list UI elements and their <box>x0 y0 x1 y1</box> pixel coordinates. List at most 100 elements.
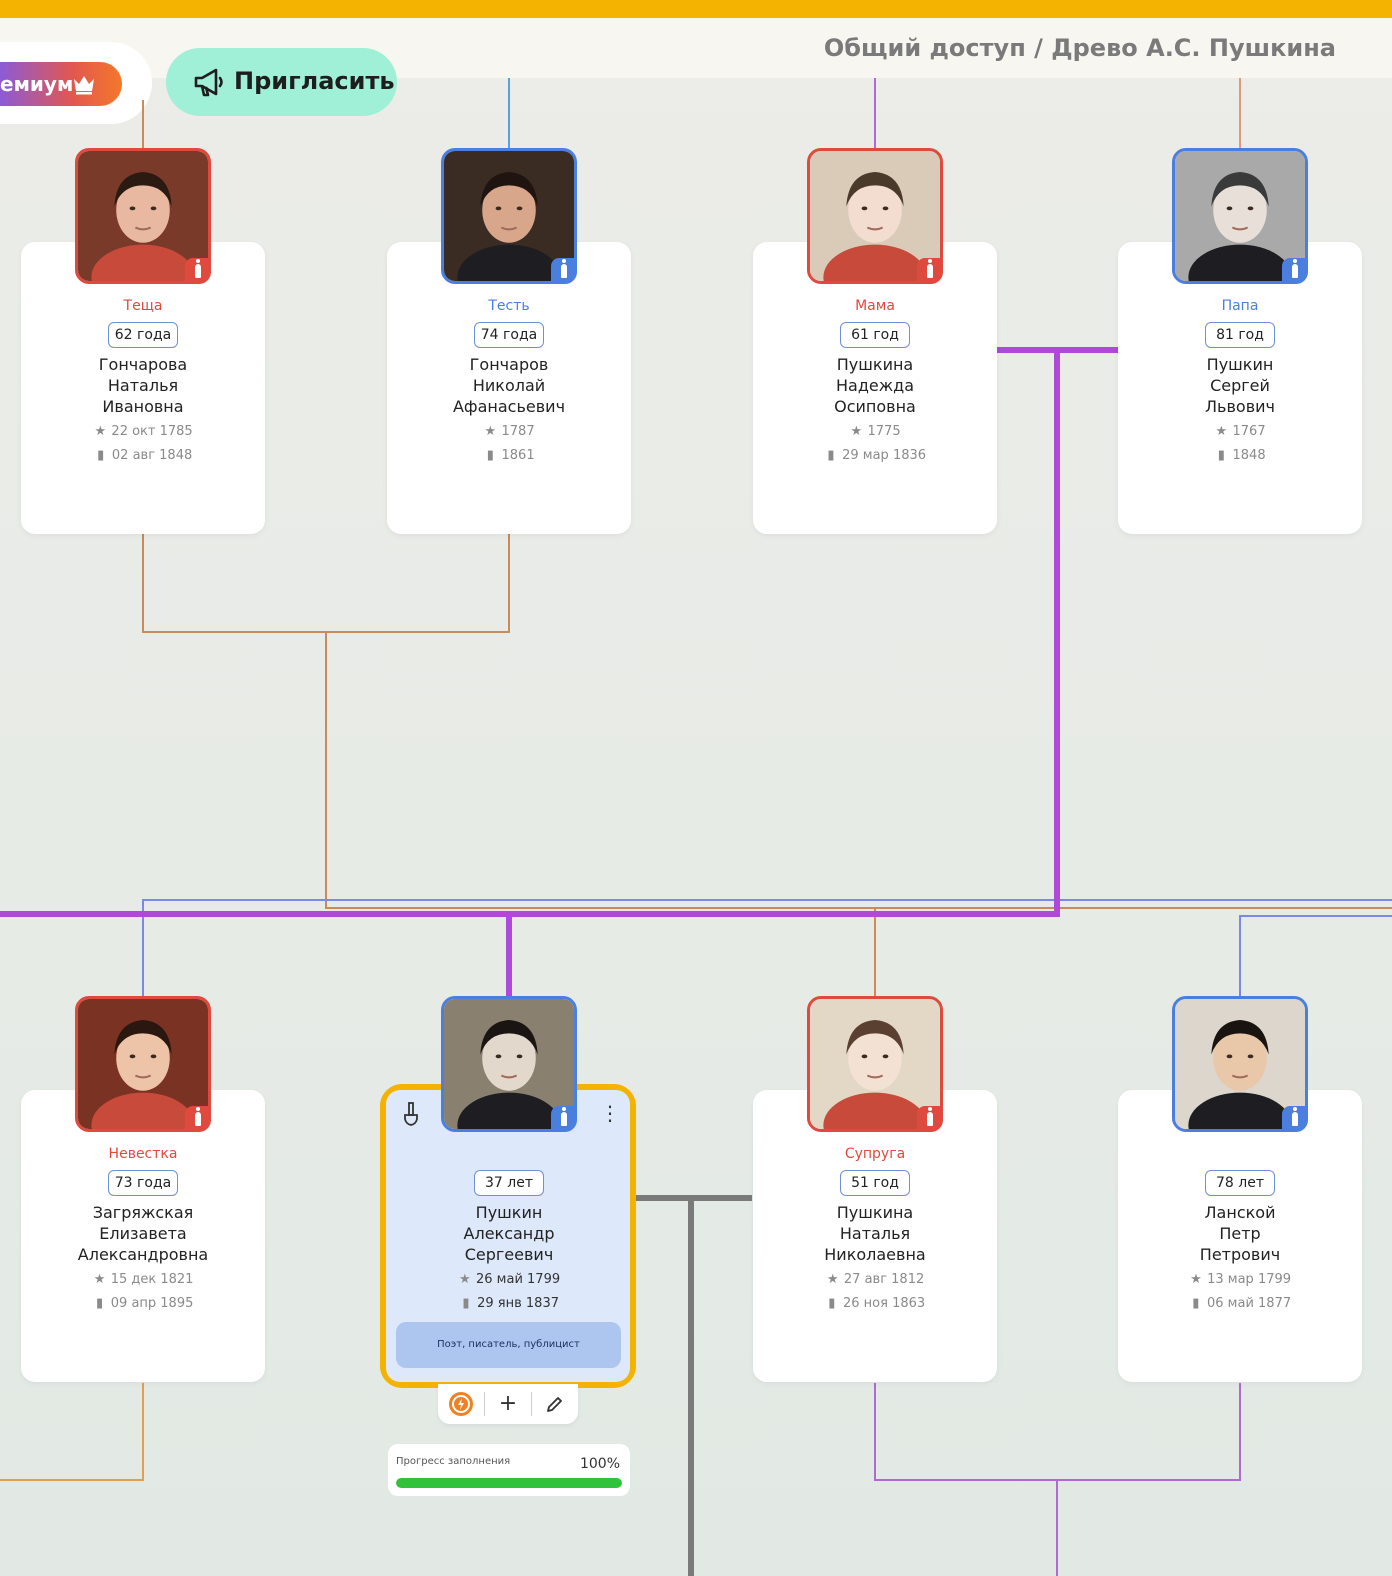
birth-date: ★ 13 мар 1799 <box>1118 1272 1362 1287</box>
person-card[interactable] <box>387 242 631 534</box>
candle-icon: ▮ <box>1192 1296 1200 1311</box>
person-card[interactable] <box>753 1090 997 1382</box>
relation-label: Супруга <box>844 1146 906 1162</box>
deceased-candle-icon <box>551 258 577 284</box>
first-name: Петр <box>1219 1224 1261 1243</box>
breadcrumb[interactable]: Общий доступ / Древо А.С. Пушкина <box>823 34 1336 62</box>
relation-label: Тесть <box>488 298 530 314</box>
birth-date-text: 22 окт 1785 <box>111 424 193 439</box>
brush-icon[interactable] <box>402 1102 420 1126</box>
surname: Гончарова <box>98 355 188 374</box>
age-badge: 73 года <box>108 1170 178 1196</box>
patronymic: Осиповна <box>834 397 916 416</box>
portrait-photo[interactable] <box>807 148 943 284</box>
death-date: ▮ 1848 <box>1118 448 1362 463</box>
age-badge: 81 год <box>1205 322 1275 348</box>
first-name: Александр <box>463 1224 555 1243</box>
fill-progress: Прогресс заполнения 100% <box>388 1444 630 1496</box>
birth-date-text: 1775 <box>867 424 901 439</box>
birth-date-text: 15 дек 1821 <box>110 1272 194 1287</box>
relation-label: Невестка <box>108 1146 178 1162</box>
age-badge: 51 год <box>840 1170 910 1196</box>
first-name: Елизавета <box>99 1224 187 1243</box>
star-icon: ★ <box>93 1272 106 1287</box>
death-date-text: 1848 <box>1232 448 1266 463</box>
age-badge: 62 года <box>108 322 178 348</box>
divider <box>531 1392 532 1416</box>
death-date: ▮ 26 ноя 1863 <box>753 1296 997 1311</box>
portrait-photo[interactable] <box>807 996 943 1132</box>
birth-date-text: 1767 <box>1232 424 1266 439</box>
deceased-candle-icon <box>185 258 211 284</box>
first-name: Николай <box>472 376 546 395</box>
surname: Пушкин <box>1206 355 1274 374</box>
deceased-candle-icon <box>917 258 943 284</box>
candle-icon: ▮ <box>96 1296 104 1311</box>
person-card[interactable] <box>21 242 265 534</box>
surname: Пушкина <box>836 355 914 374</box>
death-date: ▮ 29 янв 1837 <box>387 1296 631 1311</box>
patronymic: Петрович <box>1199 1245 1281 1264</box>
portrait-photo[interactable] <box>441 996 577 1132</box>
card-actions: + <box>438 1384 578 1424</box>
birth-date-text: 1787 <box>501 424 535 439</box>
portrait-photo[interactable] <box>75 148 211 284</box>
death-date: ▮ 29 мар 1836 <box>753 448 997 463</box>
birth-date-text: 27 авг 1812 <box>843 1272 925 1287</box>
portrait-photo[interactable] <box>75 996 211 1132</box>
birth-date: ★ 15 дек 1821 <box>21 1272 265 1287</box>
person-card[interactable] <box>1118 242 1362 534</box>
age-badge: 78 лет <box>1205 1170 1275 1196</box>
birth-date: ★ 26 май 1799 <box>387 1272 631 1287</box>
star-icon: ★ <box>1215 424 1228 439</box>
patronymic: Афанасьевич <box>452 397 566 416</box>
edit-pencil-icon[interactable] <box>541 1390 569 1418</box>
relation-label: Теща <box>123 298 163 314</box>
candle-icon: ▮ <box>462 1296 470 1311</box>
surname: Ланской <box>1204 1203 1276 1222</box>
birth-date: ★ 22 окт 1785 <box>21 424 265 439</box>
portrait-photo[interactable] <box>441 148 577 284</box>
candle-icon: ▮ <box>486 448 494 463</box>
portrait-photo[interactable] <box>1172 148 1308 284</box>
birth-date: ★ 27 авг 1812 <box>753 1272 997 1287</box>
age-badge: 61 год <box>840 322 910 348</box>
candle-icon: ▮ <box>97 448 105 463</box>
star-icon: ★ <box>484 424 497 439</box>
death-date-text: 06 май 1877 <box>1207 1296 1292 1311</box>
birth-date: ★ 1787 <box>387 424 631 439</box>
candle-icon: ▮ <box>827 448 835 463</box>
death-date-text: 1861 <box>501 448 535 463</box>
more-options-icon[interactable]: ⋮ <box>600 1101 620 1125</box>
death-date-text: 29 янв 1837 <box>477 1296 559 1311</box>
age-badge: 37 лет <box>474 1170 544 1196</box>
person-card[interactable] <box>753 242 997 534</box>
patronymic: Львович <box>1205 397 1275 416</box>
progress-track <box>396 1478 622 1488</box>
portrait-photo[interactable] <box>1172 996 1308 1132</box>
add-relative-icon[interactable]: + <box>498 1391 518 1416</box>
deceased-candle-icon <box>185 1106 211 1132</box>
birth-date-text: 13 мар 1799 <box>1207 1272 1292 1287</box>
invite-label: Пригласить <box>234 67 395 95</box>
invite-button[interactable]: Пригласить <box>166 48 397 116</box>
first-name: Наталья <box>107 376 179 395</box>
star-icon: ★ <box>826 1272 839 1287</box>
divider <box>484 1392 485 1416</box>
surname: Пушкин <box>475 1203 543 1222</box>
star-icon: ★ <box>94 424 107 439</box>
relation-label: Мама <box>855 298 895 314</box>
person-card[interactable] <box>1118 1090 1362 1382</box>
person-card[interactable] <box>21 1090 265 1382</box>
star-icon: ★ <box>459 1272 471 1287</box>
surname: Загряжская <box>92 1203 194 1222</box>
first-name: Надежда <box>835 376 915 395</box>
premium-button[interactable]: емиум <box>0 62 122 106</box>
patronymic: Ивановна <box>102 397 184 416</box>
birth-date-text: 26 май 1799 <box>476 1272 561 1287</box>
progress-fill <box>396 1478 622 1488</box>
quick-action-icon[interactable] <box>447 1390 475 1418</box>
candle-icon: ▮ <box>828 1296 836 1311</box>
candle-icon: ▮ <box>1217 448 1225 463</box>
deceased-candle-icon <box>1282 1106 1308 1132</box>
